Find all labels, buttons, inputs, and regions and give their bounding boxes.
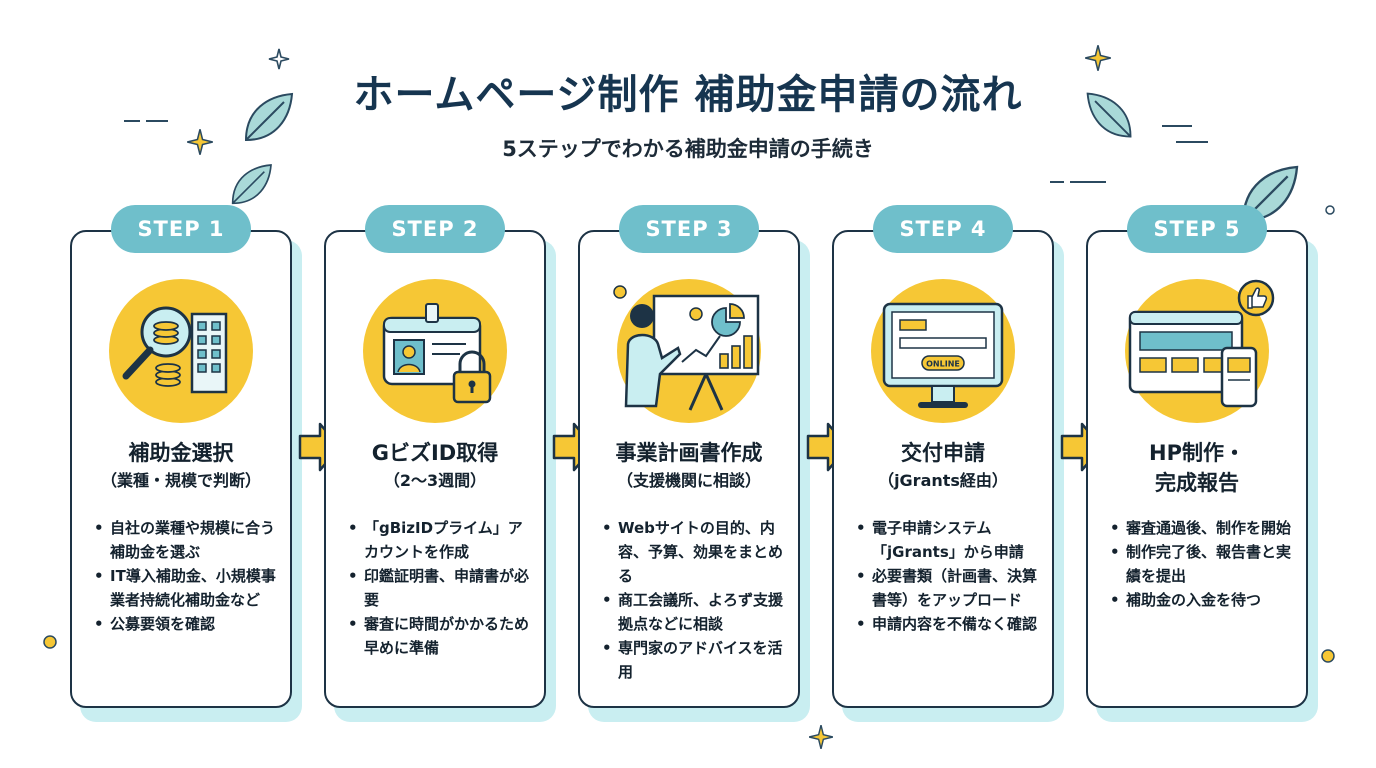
- step-label-1: STEP 1: [111, 205, 251, 253]
- step-heading-line: GビズID取得: [371, 441, 499, 465]
- sparkle-icon: [809, 725, 833, 749]
- leaf-icon: [1086, 92, 1132, 138]
- step-heading-line: 事業計画書作成: [615, 441, 763, 465]
- step-label-5: STEP 5: [1127, 205, 1267, 253]
- step-label-2: STEP 2: [365, 205, 505, 253]
- sparkle-icon: [268, 48, 290, 70]
- magnifier-coins-building-icon: [109, 279, 253, 423]
- step-header: 交付申請 （jGrants経由）: [834, 438, 1052, 494]
- step-bullet: 審査通過後、制作を開始: [1110, 516, 1292, 540]
- step-bullet: Webサイトの目的、内容、予算、効果をまとめる: [602, 516, 784, 588]
- step-header: HP制作・完成報告: [1088, 438, 1306, 498]
- step-bullet: 制作完了後、報告書と実績を提出: [1110, 540, 1292, 588]
- step-bullet-list: 審査通過後、制作を開始制作完了後、報告書と実績を提出補助金の入金を待つ: [1110, 516, 1292, 612]
- step-bullet: 必要書類（計画書、決算書等）をアップロード: [856, 564, 1038, 612]
- dot-icon: [1321, 649, 1335, 663]
- dot-icon: [43, 635, 57, 649]
- step-bullet: 電子申請システム「jGrants」から申請: [856, 516, 1038, 564]
- leaf-icon: [231, 164, 272, 205]
- step-heading-line: HP制作・: [1149, 441, 1245, 465]
- step-bullet: 印鑑証明書、申請書が必要: [348, 564, 530, 612]
- step-bullet: 公募要領を確認: [94, 612, 276, 636]
- step-bullet: 「gBizIDプライム」アカウントを作成: [348, 516, 530, 564]
- step-bullet-list: 自社の業種や規模に合う補助金を選ぶIT導入補助金、小規模事業者持続化補助金など公…: [94, 516, 276, 636]
- online-monitor-icon: ONLINE: [871, 279, 1015, 423]
- step-heading-line: 補助金選択: [128, 441, 234, 465]
- step-subheading: （2〜3週間）: [383, 471, 487, 490]
- presentation-board-icon: [613, 279, 761, 423]
- dash-lines-icon: [1050, 181, 1106, 183]
- website-devices-thumbs-up-icon: [1125, 279, 1275, 423]
- sparkle-icon: [187, 129, 213, 155]
- step-bullet: 商工会議所、よろず支援拠点などに相談: [602, 588, 784, 636]
- step-header: 事業計画書作成 （支援機関に相談）: [580, 438, 798, 494]
- step-subheading: （業種・規模で判断）: [100, 471, 261, 490]
- step-subheading: （支援機関に相談）: [616, 471, 761, 490]
- dot-icon: [1325, 205, 1335, 215]
- dash-lines-icon: [124, 120, 168, 122]
- step-label-4: STEP 4: [873, 205, 1013, 253]
- page-title: ホームページ制作 補助金申請の流れ: [353, 72, 1023, 118]
- dash-lines-icon: [1162, 125, 1208, 143]
- id-card-lock-icon: [363, 279, 507, 423]
- step-bullet: 自社の業種や規模に合う補助金を選ぶ: [94, 516, 276, 564]
- step-header: GビズID取得 （2〜3週間）: [326, 438, 544, 494]
- page-subtitle: 5ステップでわかる補助金申請の手続き: [502, 137, 874, 161]
- online-label: ONLINE: [926, 360, 960, 369]
- leaf-icon: [244, 92, 294, 142]
- step-bullet: 補助金の入金を待つ: [1110, 588, 1292, 612]
- step-bullet-list: 「gBizIDプライム」アカウントを作成印鑑証明書、申請書が必要審査に時間がかか…: [348, 516, 530, 660]
- step-heading-line: 完成報告: [1155, 471, 1239, 495]
- step-subheading: （jGrants経由）: [878, 471, 1008, 490]
- sparkle-icon: [1085, 45, 1111, 71]
- step-bullet-list: 電子申請システム「jGrants」から申請必要書類（計画書、決算書等）をアップロ…: [856, 516, 1038, 636]
- step-bullet-list: Webサイトの目的、内容、予算、効果をまとめる商工会議所、よろず支援拠点などに相…: [602, 516, 784, 684]
- step-header: 補助金選択 （業種・規模で判断）: [72, 438, 290, 494]
- step-bullet: 審査に時間がかかるため早めに準備: [348, 612, 530, 660]
- step-label-3: STEP 3: [619, 205, 759, 253]
- step-bullet: 専門家のアドバイスを活用: [602, 636, 784, 684]
- step-bullet: 申請内容を不備なく確認: [856, 612, 1038, 636]
- step-bullet: IT導入補助金、小規模事業者持続化補助金など: [94, 564, 276, 612]
- step-heading-line: 交付申請: [901, 441, 985, 465]
